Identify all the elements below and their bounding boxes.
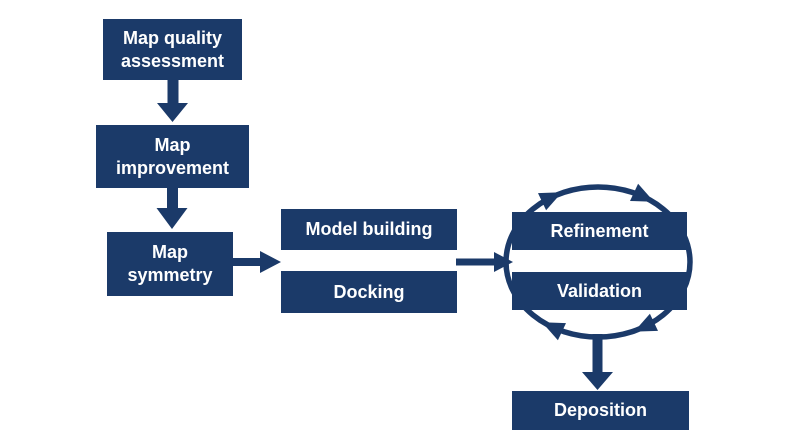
box-map-quality-assessment: Map quality assessment	[103, 19, 242, 80]
cycle-arrowhead-bottom-left	[542, 322, 566, 341]
box-label: Model building	[305, 219, 433, 239]
box-label: Validation	[556, 280, 643, 301]
box-label: Map quality assessment	[120, 27, 225, 71]
box-deposition: Deposition	[512, 391, 689, 430]
box-map-improvement: Map improvement	[96, 125, 249, 188]
box-model-building: Model building	[281, 209, 457, 250]
box-label: Deposition	[554, 400, 647, 420]
refinement-validation-cycle-arrow	[503, 183, 693, 341]
box-refinement: Refinement	[512, 212, 687, 250]
box-validation: Validation	[512, 272, 687, 310]
arrow-map-symmetry-to-model-building-docking-icon	[232, 251, 281, 273]
box-label: Map symmetry	[127, 242, 213, 285]
box-label: Docking	[333, 281, 405, 302]
cycle-arrowhead-bottom-right	[634, 313, 658, 332]
arrow-map-quality-to-map-improvement-icon	[157, 79, 188, 122]
arrow-cycle-to-deposition-icon	[582, 334, 613, 390]
box-docking: Docking	[281, 271, 457, 313]
box-label: Refinement	[550, 220, 649, 241]
arrow-model-building-docking-to-refinement-validation-icon	[456, 252, 513, 272]
box-label: Map improvement	[115, 134, 230, 178]
arrow-map-improvement-to-map-symmetry-icon	[156, 187, 188, 229]
box-map-symmetry: Map symmetry	[107, 232, 233, 296]
cycle-arrowhead-top-left	[538, 192, 562, 211]
cycle-arrowhead-top-right	[630, 183, 654, 202]
